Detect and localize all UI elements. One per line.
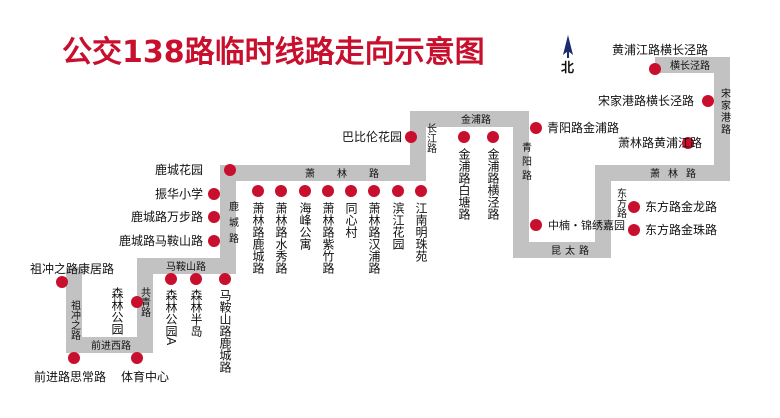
stop-label[interactable]: 东方路金龙路 [645,199,717,214]
stop-label[interactable]: 马鞍山路鹿城路 [218,289,232,374]
stop-dot[interactable] [131,352,143,364]
stop-label[interactable]: 萧林路鹿城路 [251,202,265,275]
stop-dot[interactable] [208,211,220,223]
road-label-jinpu: 金浦路 [461,113,491,126]
stop-dot[interactable] [682,137,694,149]
stop-label[interactable]: 滨江花园 [391,201,405,251]
stop-dot[interactable] [56,276,68,288]
svg-text:宋家港路: 宋家港路 [719,87,731,136]
road-label-kuntai: 昆太路 [551,244,593,257]
stop-label[interactable]: 鹿城路万步路 [131,209,203,224]
bus-route-line [66,57,730,353]
stop-dot[interactable] [628,201,640,213]
stop-label[interactable]: 同心村 [344,202,358,238]
stop-dot[interactable] [208,235,220,247]
stop-dot[interactable] [530,219,542,231]
road-label-qingyang: 青阳路 [520,141,532,184]
stop-label[interactable]: 森林半岛 [189,288,203,338]
stop-label[interactable]: 东方路金珠路 [645,222,717,237]
stop-label[interactable]: 振华小学 [155,186,203,201]
north-arrow-icon [563,35,573,58]
road-label-songjiagang: 宋家港路 [719,87,731,136]
stop-label-group-vertical: 森林公园 森林公园A 森林半岛 马鞍山路鹿城路 萧林路鹿城路 萧林路水秀路 海峰… [110,147,500,374]
stop-dot[interactable] [392,185,404,197]
road-label-lucheng: 鹿城路 [227,200,239,249]
svg-text:青阳路: 青阳路 [520,141,532,184]
stop-label[interactable]: 萧林路紫竹路 [321,202,335,275]
stop-dot[interactable] [224,164,236,176]
stop-dot[interactable] [415,185,427,197]
stop-dot[interactable] [649,63,661,75]
road-label-dongfang: 东方路 [615,187,627,219]
stop-dot[interactable] [368,185,380,197]
road-label-qianjinxi: 前进西路 [91,339,131,352]
north-label: 北 [561,61,574,76]
svg-text:鹿城路: 鹿城路 [227,200,239,249]
stop-label[interactable]: 体育中心 [121,369,169,384]
stop-dot[interactable] [275,185,287,197]
stop-dot[interactable] [530,122,542,134]
stop-label[interactable]: 金浦路横泾路 [486,147,500,221]
stop-label[interactable]: 中楠・锦绣嘉园 [548,218,625,232]
stop-dot[interactable] [219,273,231,285]
stop-label[interactable]: 宋家港路横长泾路 [598,93,694,108]
road-label-gongqing: 共青路 [139,287,151,318]
stop-dot[interactable] [208,188,220,200]
stop-label[interactable]: 金浦路白塘路 [457,147,471,221]
stop-dot[interactable] [405,131,417,143]
stop-dot[interactable] [299,185,311,197]
svg-text:祖冲之路: 祖冲之路 [69,299,81,341]
road-label-changjiang: 长江路 [425,123,437,154]
svg-text:东方路: 东方路 [615,187,627,219]
stop-dot[interactable] [322,185,334,197]
stop-label[interactable]: 祖冲之路康居路 [30,261,114,276]
stop-label[interactable]: 萧林路黄浦江路 [618,135,702,150]
stop-label[interactable]: 前进路思常路 [34,369,106,384]
stop-label[interactable]: 森林公园A [164,288,178,346]
stop-dot[interactable] [458,131,470,143]
stop-dot[interactable] [628,224,640,236]
stop-label[interactable]: 巴比伦花园 [342,129,402,144]
stop-dot[interactable] [165,273,177,285]
road-label-maanshan: 马鞍山路 [166,260,206,273]
stop-label[interactable]: 萧林路汉浦路 [367,202,381,275]
road-label-xiaolin-east: 萧林路 [650,167,704,180]
stop-dot[interactable] [68,352,80,364]
stop-dot[interactable] [487,131,499,143]
road-label-zuchongzhi: 祖冲之路 [69,299,81,341]
stop-label[interactable]: 海峰公寓 [298,201,312,250]
road-label-hengchangjing: 横长泾路 [670,59,710,72]
svg-text:长江路: 长江路 [425,123,437,154]
stop-dot[interactable] [345,185,357,197]
stop-dot[interactable] [252,185,264,197]
stop-label[interactable]: 青阳路金浦路 [547,120,619,135]
stop-label[interactable]: 黄浦江路横长泾路 [612,42,708,57]
stop-dot[interactable] [131,296,143,308]
stop-dot[interactable] [190,273,202,285]
stop-dot[interactable] [702,95,714,107]
svg-text:共青路: 共青路 [139,287,151,318]
stop-label[interactable]: 萧林路水秀路 [274,202,288,275]
stop-label[interactable]: 鹿城花园 [155,162,203,177]
stop-label[interactable]: 森林公园 [110,286,124,336]
stop-label[interactable]: 鹿城路马鞍山路 [119,233,203,248]
map-title: 公交138路临时线路走向示意图 [62,35,485,70]
stop-markers [56,63,714,364]
stop-label[interactable]: 江南明珠苑 [414,202,428,263]
road-label-xiaolin: 萧林路 [305,167,401,180]
